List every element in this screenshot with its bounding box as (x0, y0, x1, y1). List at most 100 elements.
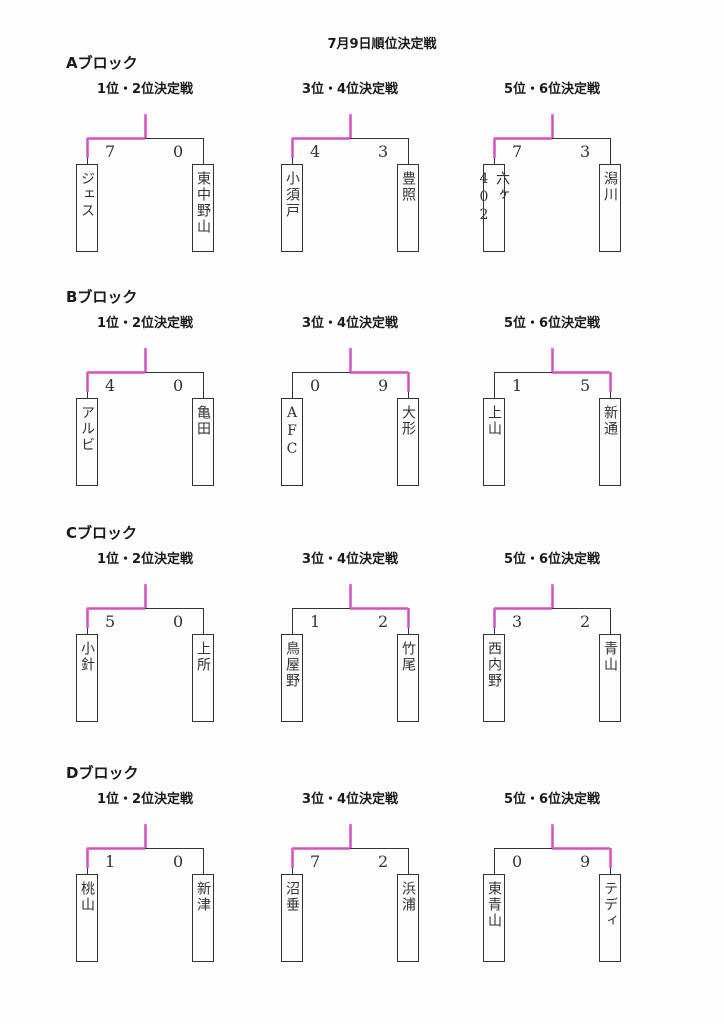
team-box-right: 新通 (599, 398, 621, 486)
score-left: 0 (310, 376, 321, 395)
block-label-a: Aブロック (66, 54, 138, 72)
winner-highlight-stem (551, 114, 554, 138)
bracket-right-leg (203, 372, 204, 398)
winner-highlight-bar (552, 371, 610, 374)
match-title: 1位・2位決定戦 (96, 316, 194, 331)
bracket-bar (87, 848, 203, 849)
match-title: 3位・4位決定戦 (301, 82, 399, 97)
bracket-bar (494, 608, 610, 609)
team-box-right: 浜浦 (397, 874, 419, 962)
bracket-right-leg (610, 608, 611, 634)
team-box-right: 竹尾 (397, 634, 419, 722)
team-box-left: 小須戸 (281, 164, 303, 252)
score-left: 3 (512, 612, 523, 631)
match-title: 1位・2位決定戦 (96, 792, 194, 807)
score-left: 1 (512, 376, 523, 395)
bracket-right-leg (203, 848, 204, 874)
score-right: 3 (580, 142, 591, 161)
score-left: 4 (105, 376, 116, 395)
bracket-bar (87, 138, 203, 139)
score-left: 7 (512, 142, 523, 161)
winner-highlight-bar (292, 847, 350, 850)
score-left: 0 (512, 852, 523, 871)
team-box-left: 小針 (76, 634, 98, 722)
winner-highlight-stem (144, 114, 147, 138)
match-title: 5位・6位決定戦 (503, 316, 601, 331)
score-left: 7 (105, 142, 116, 161)
winner-highlight-bar (292, 137, 350, 140)
bracket-right-leg (610, 138, 611, 164)
score-left: 1 (310, 612, 321, 631)
winner-highlight-leg (609, 848, 612, 868)
winner-highlight-leg (291, 848, 294, 868)
score-left: 1 (105, 852, 116, 871)
winner-highlight-leg (86, 138, 89, 158)
bracket-bar (292, 138, 408, 139)
winner-highlight-leg (609, 372, 612, 392)
winner-highlight-leg (86, 608, 89, 628)
score-right: 0 (173, 612, 184, 631)
match-title: 3位・4位決定戦 (301, 792, 399, 807)
match-title: 3位・4位決定戦 (301, 552, 399, 567)
score-left: 4 (310, 142, 321, 161)
team-box-right: 上所 (192, 634, 214, 722)
winner-highlight-leg (493, 138, 496, 158)
winner-highlight-bar (87, 371, 145, 374)
score-right: 2 (378, 852, 389, 871)
bracket-bar (87, 372, 203, 373)
team-box-right: 新津 (192, 874, 214, 962)
score-right: 2 (580, 612, 591, 631)
winner-highlight-stem (551, 584, 554, 608)
winner-highlight-leg (493, 608, 496, 628)
match-title: 5位・6位決定戦 (503, 82, 601, 97)
winner-highlight-stem (551, 348, 554, 372)
winner-highlight-bar (87, 137, 145, 140)
winner-highlight-stem (144, 824, 147, 848)
team-box-right: 亀田 (192, 398, 214, 486)
team-box-right: 豊照 (397, 164, 419, 252)
match-title: 1位・2位決定戦 (96, 552, 194, 567)
bracket-left-leg (292, 372, 293, 398)
winner-highlight-bar (350, 371, 408, 374)
winner-highlight-stem (144, 348, 147, 372)
match-title: 3位・4位決定戦 (301, 316, 399, 331)
team-box-left: 六ヶ402 (476, 164, 510, 252)
match-title: 5位・6位決定戦 (503, 552, 601, 567)
score-right: 5 (580, 376, 591, 395)
match-title: 5位・6位決定戦 (503, 792, 601, 807)
team-box-left: 桃山 (76, 874, 98, 962)
winner-highlight-stem (551, 824, 554, 848)
team-box-right: 大形 (397, 398, 419, 486)
winner-highlight-stem (349, 114, 352, 138)
score-right: 0 (173, 852, 184, 871)
winner-highlight-stem (144, 584, 147, 608)
team-box-left: ジェス (76, 164, 98, 252)
bracket-right-leg (408, 848, 409, 874)
winner-highlight-bar (350, 607, 408, 610)
winner-highlight-stem (349, 584, 352, 608)
bracket-bar (292, 848, 408, 849)
winner-highlight-bar (87, 847, 145, 850)
winner-highlight-stem (349, 824, 352, 848)
block-label-c: Cブロック (66, 524, 138, 542)
team-box-left: 沼垂 (281, 874, 303, 962)
score-left: 5 (105, 612, 116, 631)
score-right: 3 (378, 142, 389, 161)
bracket-right-leg (408, 138, 409, 164)
winner-highlight-stem (349, 348, 352, 372)
team-box-left: アルビ (76, 398, 98, 486)
page-title: 7月9日順位決定戦 (327, 37, 437, 52)
team-box-right: 東中野山 (192, 164, 214, 252)
winner-highlight-bar (494, 137, 552, 140)
bracket-left-leg (494, 848, 495, 874)
score-right: 9 (580, 852, 591, 871)
score-right: 0 (173, 142, 184, 161)
team-box-left: 西内野 (483, 634, 505, 722)
bracket-bar (494, 138, 610, 139)
team-box-right: 潟川 (599, 164, 621, 252)
team-box-left: AFC (281, 398, 303, 486)
winner-highlight-leg (86, 848, 89, 868)
team-box-left: 上山 (483, 398, 505, 486)
bracket-bar (87, 608, 203, 609)
